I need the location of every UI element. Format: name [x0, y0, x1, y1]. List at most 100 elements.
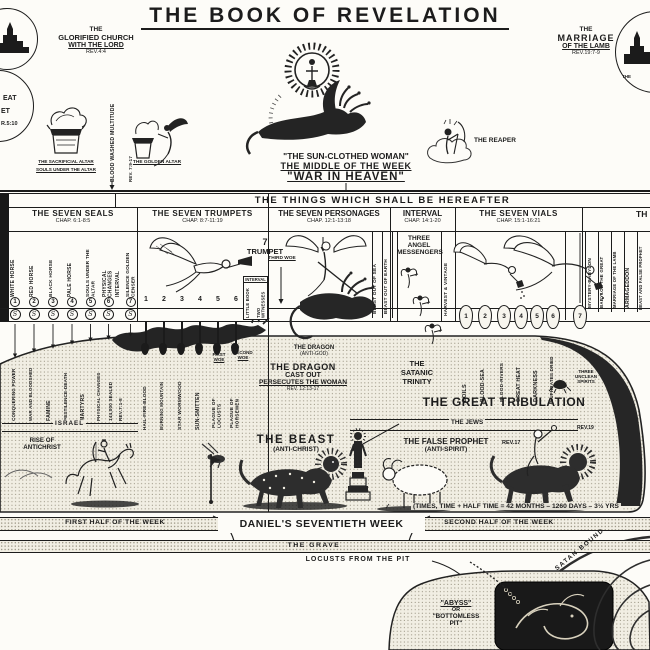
- unclean-line3: SPIRITS: [577, 379, 595, 384]
- marriage-label: THE MARRIAGE OF THE LAMB REV.19:7-9: [540, 26, 632, 56]
- vial-5-icon: 5: [530, 305, 544, 329]
- trumpet-3-icon: [181, 322, 183, 344]
- slope-label-3: FAMINE: [45, 400, 52, 421]
- section-trumpets-title: THE SEVEN TRUMPETS: [152, 209, 253, 218]
- divider-seals-trumpets: [137, 207, 138, 321]
- marriage-line3: OF THE LAMB: [562, 43, 610, 50]
- seal-7-number: 7: [125, 297, 136, 307]
- three-angels-label: THREE ANGEL MESSENGERS: [397, 235, 443, 256]
- trumpet-6-bell-icon: [231, 343, 239, 355]
- seal-6-s-marker: S: [103, 308, 114, 320]
- seal-6-label: PHYSICAL CHANGES: [101, 270, 114, 297]
- satanic-line2: SATANIC: [400, 368, 434, 377]
- seal-1-label: WHITE HORSE: [9, 259, 16, 297]
- sacrificial-altar-illustration: [46, 107, 87, 154]
- dragon-cast-line1: THE DRAGON: [270, 362, 336, 372]
- michael-and-dragon-illustration: [285, 235, 376, 340]
- second-woe-label: SECOND WOE: [229, 350, 257, 360]
- seal-1-s-marker: S: [9, 308, 21, 320]
- section-seals-title: THE SEVEN SEALS: [32, 209, 114, 218]
- trumpet-judgment-2: BURNING MOUNTAIN: [159, 381, 164, 430]
- left-circle-fragment-3: R.5:10: [1, 121, 18, 127]
- sacrificial-altar-label1: THE SACRIFICIAL ALTAR: [38, 159, 94, 164]
- vial-judgment-4: GREAT HEAT: [516, 367, 522, 402]
- first-woe-word1: FIRST: [212, 352, 226, 357]
- second-half-label: SECOND HALF OF THE WEEK: [444, 519, 554, 526]
- dooms-cell-line1: [584, 231, 586, 312]
- woman-line3: "WAR IN HEAVEN": [287, 171, 405, 183]
- rise-line1: RISE OF: [29, 437, 55, 444]
- rise-line2: ANTICHRIST: [23, 444, 61, 451]
- seal-5-label: SOULS UNDER THE ALTAR: [84, 249, 95, 297]
- slope-label-6: PHYSICAL CHANGES: [96, 372, 101, 422]
- standard-pole-icon: [209, 454, 221, 504]
- vial-angel-large-illustration: [503, 235, 604, 299]
- dragon-anti-god-line1: THE DRAGON: [293, 345, 335, 351]
- doom-mystery-babylon-label: MYSTERY-BABYLON: [587, 258, 592, 308]
- slope-label-5: MARTYRS: [79, 393, 86, 421]
- woman-line1: "THE SUN-CLOTHED WOMAN": [283, 151, 409, 161]
- marriage-line2: MARRIAGE: [557, 33, 615, 43]
- vial-3-icon: 3: [497, 305, 511, 329]
- section-seals-chap: CHAP. 6:1-8:5: [55, 218, 91, 224]
- section-trumpets-header: THE SEVEN TRUMPETS CHAP. 8:7-11:19: [137, 209, 268, 224]
- vial-2-icon: 2: [478, 305, 492, 329]
- beast-line2: (ANTI-CHRIST): [273, 446, 319, 453]
- divider-personages-interval: [390, 207, 391, 321]
- dooms-cell-line5: [636, 231, 638, 312]
- top-rule-thick: [0, 189, 650, 192]
- grave-strip: [0, 540, 650, 553]
- abyss-line2: OR: [451, 607, 461, 613]
- trumpet-3-bell-icon: [177, 343, 185, 355]
- section-vials-title: THE SEVEN VIALS: [479, 209, 558, 218]
- three-angels-line3: MESSENGERS: [397, 249, 443, 256]
- seal-5-number: 5: [85, 297, 96, 307]
- second-woe-word1: SECOND: [233, 350, 253, 355]
- vial-judgment-3: BLOOD-RIVERS: [500, 362, 505, 402]
- false-prophet-label: THE FALSE PROPHET (ANTI-SPIRIT): [394, 437, 498, 453]
- sun-clothed-woman-illustration: [246, 42, 371, 155]
- seal-6-number: 6: [103, 297, 114, 307]
- section-trumpets-chap: CHAP. 8:7-11:19: [182, 218, 223, 224]
- white-horse-rider-illustration: [65, 439, 134, 497]
- satanic-line3: TRINITY: [402, 377, 432, 386]
- trumpet-3-number: 3: [180, 296, 184, 303]
- golden-altar-label: THE GOLDEN ALTAR: [132, 160, 182, 165]
- section-dooms-title: TH: [636, 209, 648, 219]
- jews-label: THE JEWS: [449, 419, 486, 426]
- doom-beast-prophet-label: BEAST AND FALSE PROPHET: [638, 246, 643, 310]
- false-prophet-line2: (ANTI-SPIRIT): [424, 446, 468, 453]
- interval-inner-divider-left: [396, 231, 398, 321]
- right-circle-fragment: THE: [622, 74, 631, 79]
- unclean-spirits-frog-icon: [549, 380, 571, 394]
- beast-out-of-earth-label: BEAST OUT OF EARTH: [383, 259, 388, 314]
- vial-angel-illustration: [453, 242, 525, 299]
- trumpet-4-icon: [199, 322, 201, 344]
- trumpet-2-number: 2: [162, 296, 166, 303]
- seal-7-s-marker: S: [125, 308, 136, 320]
- left-circle-fragment-2: ET: [1, 108, 10, 115]
- woman-caption: "THE SUN-CLOTHED WOMAN" THE MIDDLE OF TH…: [240, 151, 452, 183]
- doom-babylon-great-label: BABYLON THE GREAT: [599, 256, 604, 308]
- slope-label-4: PESTILENCE-DEATH: [62, 372, 68, 421]
- golden-altar-illustration: [132, 118, 188, 167]
- seal-7-label: SILENCE GOLDEN CENSER: [124, 252, 135, 297]
- hereafter-band: THE THINGS WHICH SHALL BE HEREAFTER: [254, 195, 511, 206]
- trumpet-judgment-3: STAR WORMWOOD: [178, 381, 183, 430]
- trumpet-4-number: 4: [198, 296, 202, 303]
- sacrificial-altar-label2: SOULS UNDER THE ALTAR: [36, 167, 96, 172]
- beast-label: THE BEAST (ANTI-CHRIST): [244, 434, 348, 453]
- top-rule-thin: [0, 193, 650, 194]
- personage-cell-line2: [381, 232, 383, 318]
- section-seals-header: THE SEVEN SEALS CHAP. 6:1-8:5: [9, 209, 137, 224]
- glorified-church-line1: THE: [89, 26, 103, 33]
- three-angel-messengers-illustration: [400, 267, 443, 345]
- trumpet-angel-illustration: [149, 237, 252, 293]
- marriage-ref: REV.19:7-9: [572, 50, 600, 56]
- seal-interval-label: INTERVAL: [115, 270, 121, 297]
- section-personages-title: THE SEVEN PERSONAGES: [278, 209, 380, 218]
- leopard-beast-illustration: [238, 448, 347, 508]
- three-angels-line2: ANGEL: [407, 242, 431, 249]
- dragon-cast-ref: REV. 12:13-17: [286, 386, 320, 392]
